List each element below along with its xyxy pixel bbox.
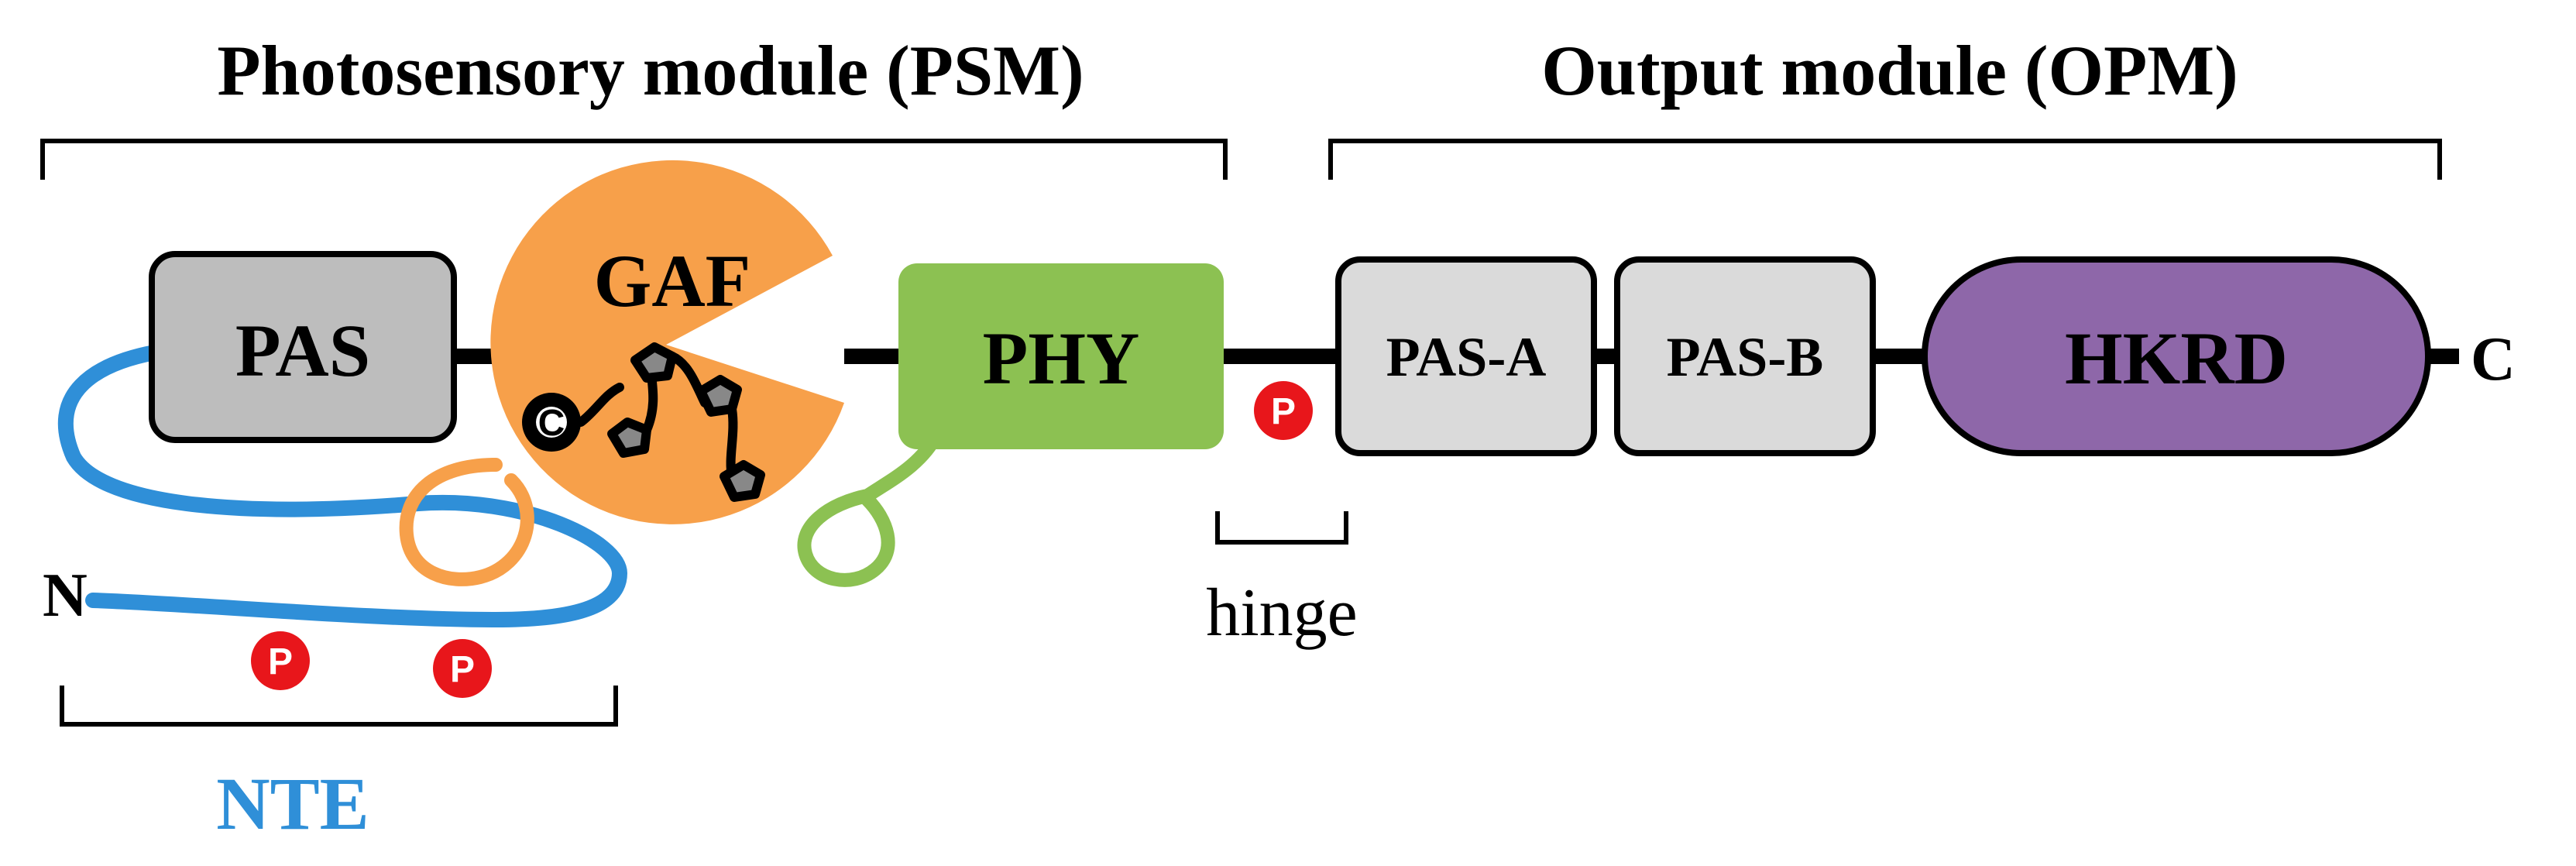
phy-tongue	[797, 427, 944, 587]
hkrd-domain	[1922, 256, 2431, 456]
cysteine-label: C	[538, 403, 565, 444]
nte-phospho-2-icon	[433, 639, 492, 698]
psm-bracket	[40, 139, 1228, 180]
n-terminus-label: N	[43, 562, 88, 630]
pas-label: PAS	[235, 309, 370, 392]
phy-domain	[898, 263, 1224, 449]
nte-label: NTE	[216, 762, 369, 845]
phy-label: PHY	[983, 317, 1140, 400]
c-terminus-label: C	[2471, 325, 2516, 393]
nte-phospho-2-label: P	[450, 649, 475, 690]
nte-chain	[57, 345, 628, 628]
hinge-phospho-icon	[1254, 381, 1313, 440]
gaf-loop	[399, 458, 534, 586]
hinge-label: hinge	[1206, 576, 1358, 651]
gaf-domain	[490, 160, 844, 524]
pas-a-domain	[1335, 256, 1597, 456]
opm-bracket	[1328, 139, 2442, 180]
pas-domain	[149, 251, 457, 443]
psm-header: Photosensory module (PSM)	[217, 31, 1084, 110]
pas-b-domain	[1614, 256, 1876, 456]
opm-header: Output module (OPM)	[1541, 31, 2238, 110]
nte-bracket	[60, 686, 618, 727]
hinge-bracket	[1215, 511, 1348, 545]
nte-phospho-1-label: P	[268, 641, 293, 682]
nte-phospho-1-icon	[251, 631, 310, 690]
cysteine-inner	[536, 407, 567, 438]
pas-b-label: PAS-B	[1667, 326, 1824, 388]
bilin-chromophore-icon	[576, 342, 765, 502]
hkrd-label: HKRD	[2065, 317, 2288, 400]
hinge-phospho-label: P	[1271, 391, 1296, 432]
gaf-label: GAF	[594, 239, 751, 322]
pas-a-label: PAS-A	[1386, 326, 1547, 388]
